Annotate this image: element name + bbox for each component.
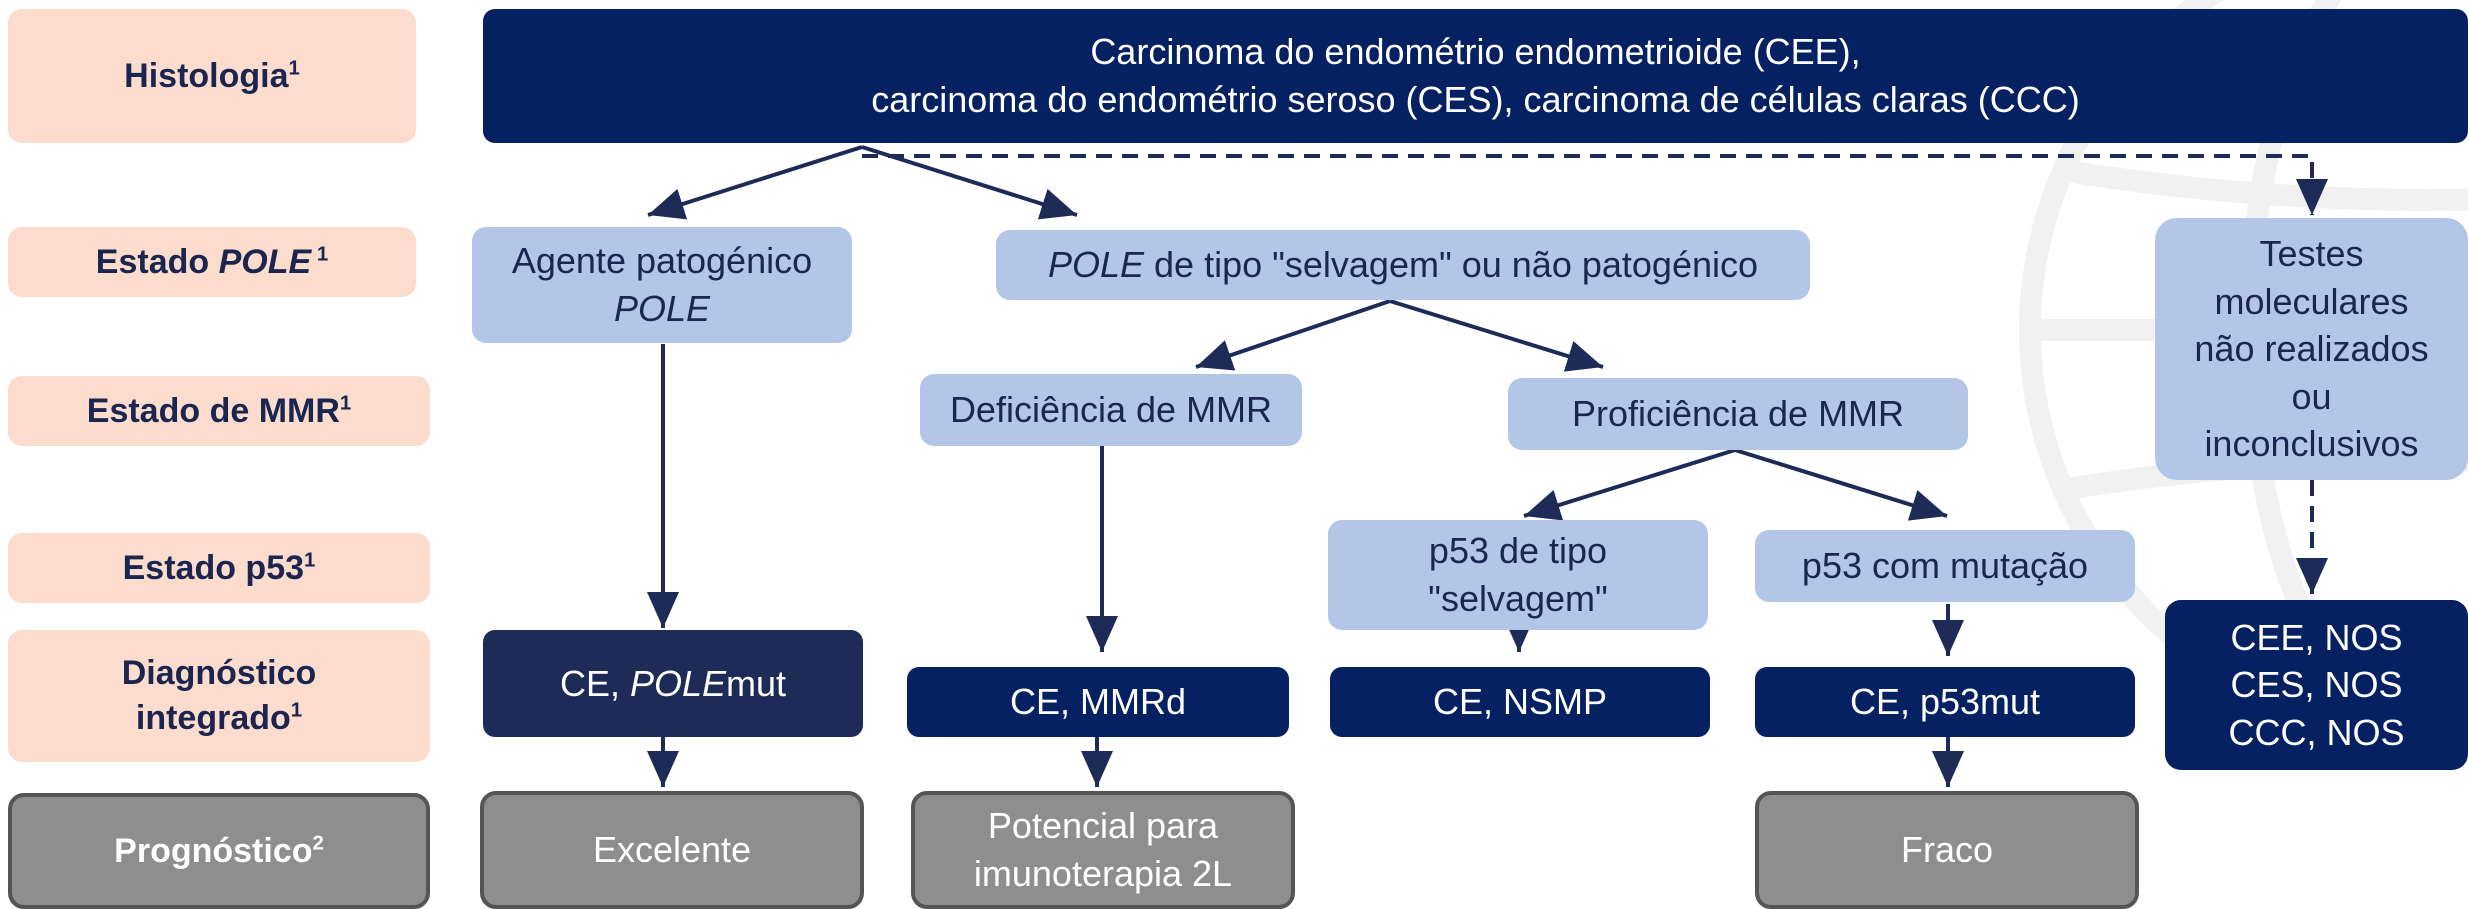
arrow-histology-to-pole-pathogenic bbox=[647, 145, 863, 220]
prognosis-excellent: Excelente bbox=[480, 791, 864, 909]
row-label-p53-status: Estado p531 bbox=[8, 533, 430, 603]
diagnosis-mmrd: CE, MMRd bbox=[907, 667, 1289, 737]
diagnosis-nos: CEE, NOS CES, NOS CCC, NOS bbox=[2165, 600, 2468, 770]
diagnosis-polemut: CE, POLEmut bbox=[483, 630, 863, 737]
arrow-mmr-proficient-to-p53-mutated bbox=[1734, 448, 1948, 521]
prognosis-immunotherapy: Potencial para imunoterapia 2L bbox=[911, 791, 1295, 909]
arrow-pole-wildtype-to-mmr-deficient bbox=[1195, 299, 1391, 371]
row-label-integrated-diagnosis: Diagnóstico integrado1 bbox=[8, 630, 430, 762]
row-label-mmr-status: Estado de MMR1 bbox=[8, 376, 430, 446]
p53-mutated-node: p53 com mutação bbox=[1755, 530, 2135, 602]
diagnosis-p53mut: CE, p53mut bbox=[1755, 667, 2135, 737]
row-label-histologia: Histologia1 bbox=[8, 9, 416, 143]
prognosis-poor: Fraco bbox=[1755, 791, 2139, 909]
p53-wildtype-node: p53 de tipo "selvagem" bbox=[1328, 520, 1708, 630]
pole-pathogenic-node: Agente patogénico POLE bbox=[472, 227, 852, 343]
arrow-histology-to-pole-wildtype bbox=[861, 145, 1078, 220]
row-label-pole-status: Estado POLE 1 bbox=[8, 227, 416, 297]
arrow-mmr-proficient-to-p53-wildtype bbox=[1523, 448, 1736, 521]
not-tested-node: Testes moleculares não realizados ou inc… bbox=[2155, 218, 2468, 480]
dashed-path-to-not-tested bbox=[862, 154, 2328, 215]
arrow-pole-wildtype-to-mmr-proficient bbox=[1389, 299, 1604, 372]
mmr-deficient-node: Deficiência de MMR bbox=[920, 374, 1302, 446]
pole-wildtype-node: POLE de tipo "selvagem" ou não patogénic… bbox=[996, 230, 1810, 300]
mmr-proficient-node: Proficiência de MMR bbox=[1508, 378, 1968, 450]
row-label-prognosis: Prognóstico2 bbox=[8, 793, 430, 909]
histology-box: Carcinoma do endométrio endometrioide (C… bbox=[483, 9, 2468, 143]
diagnosis-nsmp: CE, NSMP bbox=[1330, 667, 1710, 737]
